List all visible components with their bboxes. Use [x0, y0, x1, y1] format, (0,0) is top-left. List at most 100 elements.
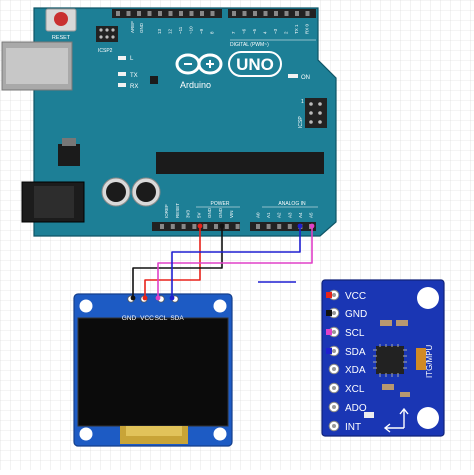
- mpu-wire-connector: [326, 329, 332, 335]
- led-l-label: L: [130, 56, 134, 62]
- analog-header-label: ANALOG IN: [278, 201, 306, 207]
- digital-pin-hole: [168, 11, 173, 16]
- arduino-logo-icon: [175, 53, 223, 75]
- analog-pin-hole: [266, 224, 271, 229]
- wire-endpoint: [297, 223, 303, 229]
- digital-pin-label: ~10: [189, 26, 194, 34]
- digital-pin-hole: [137, 11, 141, 16]
- wire-endpoint: [219, 223, 225, 229]
- power-pin-hole: [192, 224, 197, 229]
- mpu-pin-center: [332, 311, 336, 315]
- digital-pin-hole: [232, 11, 236, 16]
- digital-header-label: DIGITAL (PWM~): [230, 42, 269, 48]
- power-pin-hole: [224, 224, 229, 229]
- power-pin-label: RESET: [175, 203, 180, 218]
- on-label: ON: [301, 75, 310, 81]
- power-pin-label: 3V3: [186, 209, 191, 218]
- mpu-resistor-4: [400, 392, 410, 397]
- mpu-pin-center: [332, 386, 336, 390]
- wire-endpoint: [130, 295, 136, 301]
- mpu-pin-label: VCC: [345, 291, 366, 302]
- power-pin-holes: [160, 224, 240, 229]
- power-header-label: POWER: [211, 201, 230, 207]
- digital-pin-label: ~6: [242, 28, 247, 34]
- mpu-chip-label: ITG/MPU: [425, 344, 434, 378]
- mpu-pin-label: SCL: [345, 328, 365, 339]
- wire-endpoint: [169, 295, 175, 301]
- icsp-label: ICSP: [298, 116, 304, 128]
- analog-pin-label: A3: [287, 212, 292, 218]
- mpu-wire-connector: [326, 348, 332, 354]
- icsp2-label: ICSP2: [98, 48, 113, 54]
- led-rx-label: RX: [130, 84, 138, 90]
- led-l: [118, 56, 126, 60]
- digital-pin-hole: [253, 11, 257, 16]
- wire-sda-blue: [171, 226, 301, 298]
- icsp-one-label: 1: [301, 99, 304, 105]
- digital-pin-hole: [200, 11, 204, 16]
- oled-mount-hole-bl: [79, 427, 93, 441]
- mpu-resistor-1: [380, 320, 392, 326]
- wire-gnd-black: [132, 226, 223, 298]
- mpu-wire-connector: [326, 310, 332, 316]
- mpu-pin-label: ADO: [345, 403, 367, 414]
- uno-badge: [228, 51, 282, 77]
- oled-pin-label: SDA: [170, 315, 184, 322]
- analog-pin-label: A4: [298, 212, 303, 218]
- digital-pin-hole: [147, 11, 152, 16]
- mpu-mount-hole-bottom: [417, 407, 439, 429]
- led-tx: [118, 72, 126, 76]
- icsp-header: [305, 98, 327, 128]
- analog-pin-hole: [256, 224, 260, 229]
- digital-pin-hole: [284, 11, 289, 16]
- mpu-chip: [376, 346, 404, 374]
- digital-pin-hole: [242, 11, 247, 16]
- digital-header: [112, 9, 316, 18]
- analog-pin-label: A5: [309, 212, 314, 218]
- mpu-pin-label: XDA: [345, 365, 366, 376]
- digital-pin-hole: [179, 11, 183, 16]
- gnd-top-label: GND: [139, 22, 144, 33]
- analog-pin-hole: [287, 224, 292, 229]
- led-rx: [118, 83, 126, 87]
- power-pin-label: 5V: [196, 212, 201, 218]
- atmega-chip: [156, 152, 324, 174]
- digital-pin-label: 13: [157, 28, 162, 34]
- axis-orientation-icon: [383, 407, 409, 433]
- digital-pin-label: ~5: [252, 28, 257, 34]
- mpu-pin-center: [332, 405, 336, 409]
- digital-pin-hole: [189, 11, 194, 16]
- aref-label: AREF: [130, 21, 135, 33]
- mpu-pin-label: XCL: [345, 384, 365, 395]
- mpu-resistor-2: [396, 320, 408, 326]
- power-pin-hole: [170, 224, 175, 229]
- power-pin-hole: [203, 224, 208, 229]
- wire-scl-magenta: [157, 226, 313, 298]
- mpu-pin-label: GND: [345, 309, 367, 320]
- analog-pin-label: A1: [266, 212, 271, 218]
- oled-pin-label: VCC: [140, 315, 154, 322]
- digital-pin-label: 7: [231, 31, 236, 34]
- analog-pin-label: A2: [277, 212, 282, 218]
- digital-pin-hole: [126, 11, 131, 16]
- digital-pin-label: 12: [168, 28, 173, 34]
- power-pin-hole: [235, 224, 240, 229]
- digital-pin-label: 4: [263, 31, 268, 34]
- icsp2-header: [96, 26, 118, 42]
- mpu-pin-label: INT: [345, 422, 361, 433]
- reset-button-cap[interactable]: [54, 12, 68, 26]
- oled-pin-label: GND: [122, 315, 137, 322]
- reset-label: RESET: [52, 35, 71, 41]
- power-pin-hole: [214, 224, 218, 229]
- digital-pin-hole: [295, 11, 299, 16]
- wire-endpoint: [142, 295, 148, 301]
- wires: [130, 223, 332, 354]
- uno-label: UNO: [236, 55, 274, 74]
- power-pin-hole: [181, 224, 186, 229]
- digital-pin-label: ~9: [199, 28, 204, 34]
